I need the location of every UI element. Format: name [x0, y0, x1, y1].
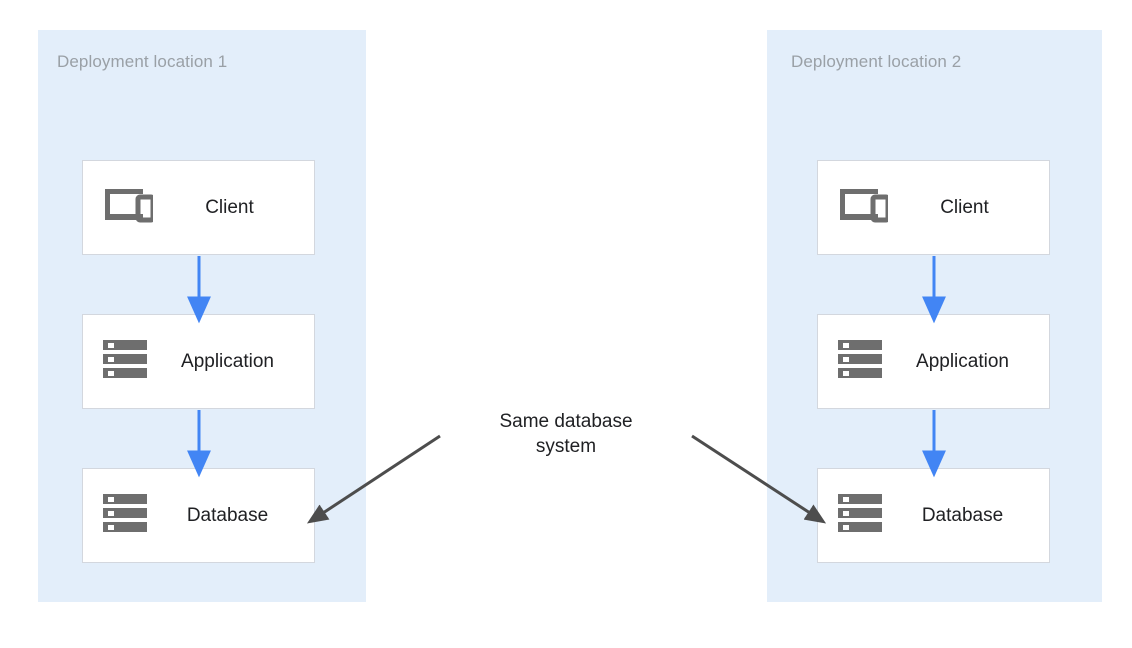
server-stack-icon: [101, 337, 149, 386]
node-database-2[interactable]: Database: [817, 468, 1050, 563]
server-stack-icon: [836, 337, 884, 386]
node-database-1[interactable]: Database: [82, 468, 315, 563]
deployment-location-2-title: Deployment location 2: [791, 52, 962, 71]
node-application-2[interactable]: Application: [817, 314, 1050, 409]
deployment-location-1-title: Deployment location 1: [57, 52, 228, 71]
server-stack-icon: [101, 491, 149, 540]
node-client-2-label: Client: [940, 196, 989, 218]
node-client-1-label: Client: [205, 196, 254, 218]
annotation-line-2: system: [535, 436, 597, 457]
node-application-1-label: Application: [181, 350, 274, 372]
node-client-1[interactable]: Client: [82, 160, 315, 255]
server-stack-icon: [836, 491, 884, 540]
annotation-line-1: Same database: [499, 411, 633, 432]
node-application-1[interactable]: Application: [82, 314, 315, 409]
devices-icon: [836, 185, 891, 230]
node-database-2-label: Database: [921, 504, 1004, 526]
node-client-2[interactable]: Client: [817, 160, 1050, 255]
node-application-2-label: Application: [916, 350, 1009, 372]
same-database-system-annotation: Same database system: [418, 409, 714, 459]
node-database-1-label: Database: [186, 504, 269, 526]
devices-icon: [101, 185, 156, 230]
